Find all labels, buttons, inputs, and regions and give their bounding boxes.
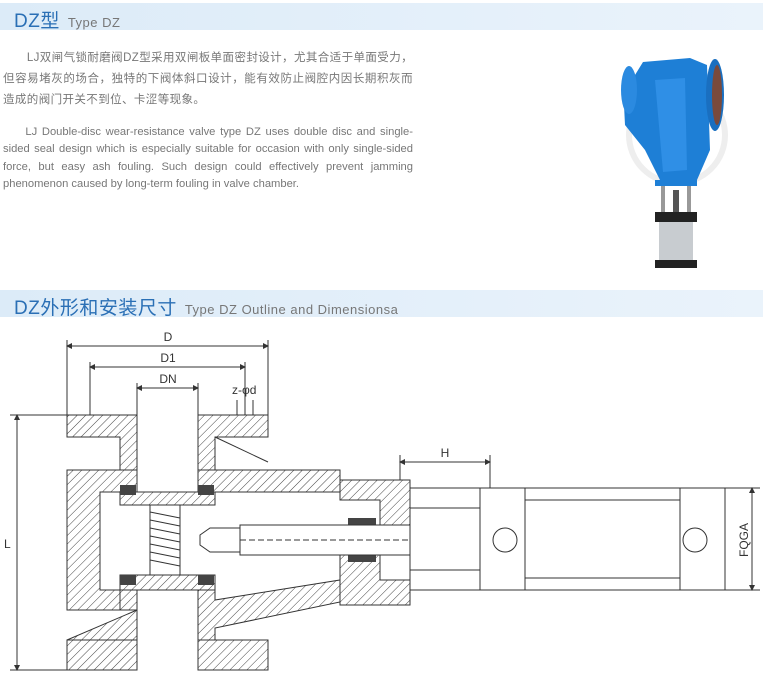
product-photo bbox=[621, 58, 728, 268]
outline-dimension-drawing: D D1 DN z-φd H L FQGA bbox=[4, 330, 760, 671]
section-subtitle: Type DZ Outline and Dimensionsa bbox=[184, 302, 399, 317]
dim-label-d: D bbox=[164, 330, 173, 344]
dim-label-d1: D1 bbox=[160, 351, 176, 365]
dim-label-l: L bbox=[4, 537, 11, 551]
description-cn: LJ双闸气锁耐磨阀DZ型采用双闸板单面密封设计，尤其合适于单面受力，但容易堵灰的… bbox=[3, 52, 413, 106]
description-en: LJ Double-disc wear-resistance valve typ… bbox=[3, 126, 413, 190]
section-subtitle: Type DZ bbox=[67, 15, 121, 30]
dim-label-dn: DN bbox=[159, 372, 176, 386]
dim-label-bolt: z-φd bbox=[232, 383, 256, 397]
dim-label-h: H bbox=[441, 446, 450, 460]
dim-label-fqga: FQGA bbox=[737, 523, 751, 557]
